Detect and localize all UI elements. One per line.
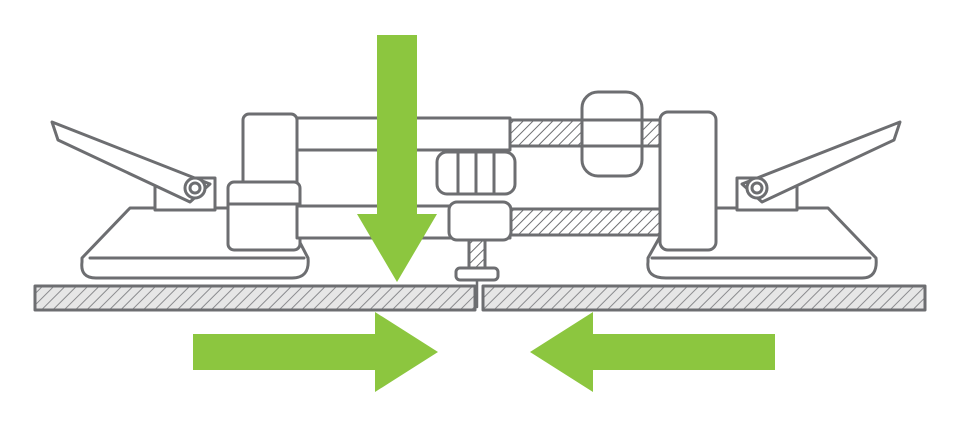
right-release-lever (740, 120, 902, 204)
right-clamp-body (658, 110, 718, 252)
upper-adjust-knob (580, 90, 644, 178)
right-suction-cup (646, 110, 902, 280)
downward-pressure-arrow (357, 35, 437, 282)
push-right-arrow (193, 312, 438, 392)
left-lever-pivot-inner-icon (188, 181, 202, 195)
right-lever-pivot-inner-icon (750, 181, 764, 195)
lower-threaded-rod (508, 207, 667, 237)
left-release-lever (50, 120, 212, 204)
right-slab (481, 284, 927, 312)
surface-slabs (33, 284, 927, 312)
leveling-collar (447, 200, 513, 242)
left-suction-cup (50, 112, 310, 280)
left-clamp-body (226, 180, 302, 252)
leveling-threaded-stem (467, 238, 487, 270)
push-left-arrow (530, 312, 775, 392)
force-arrows (193, 35, 775, 392)
center-leveling-screw (435, 150, 517, 309)
leveling-foot (454, 266, 500, 282)
left-slab (33, 284, 477, 312)
